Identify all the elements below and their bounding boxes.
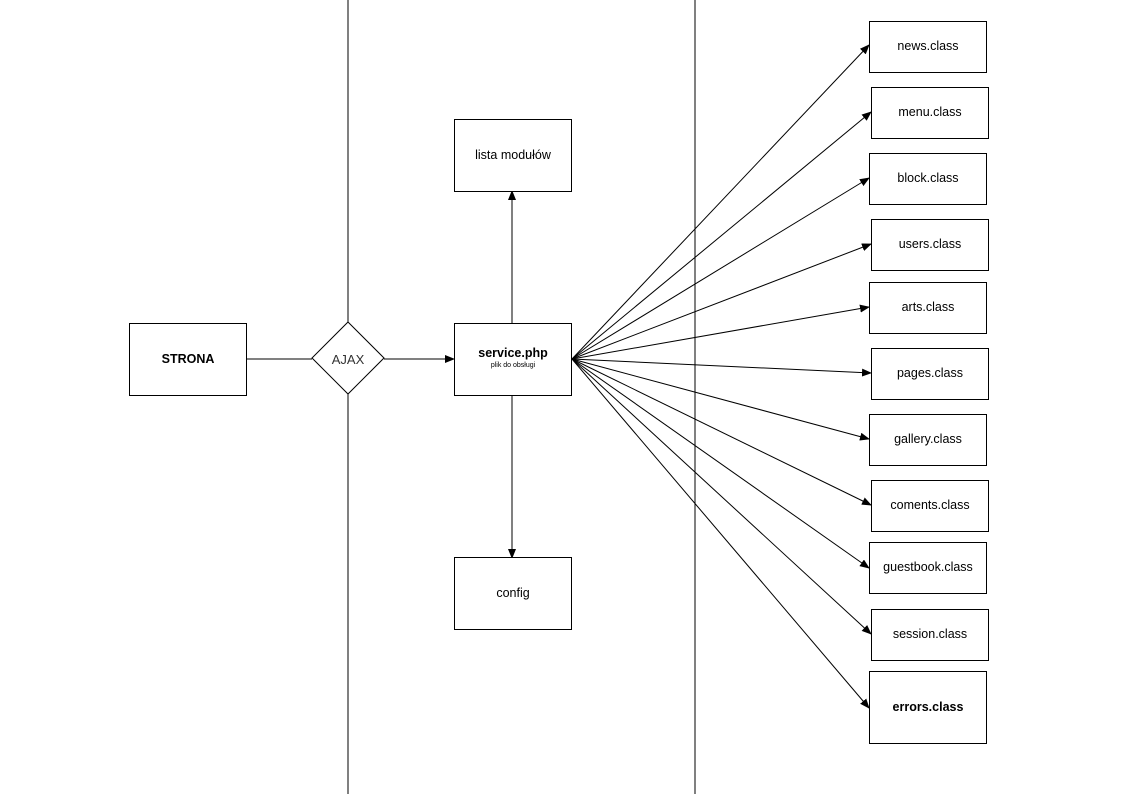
class-label-users: users.class <box>898 237 962 252</box>
class-label-guestbook: guestbook.class <box>883 560 973 575</box>
class-box-errors: errors.class <box>869 671 987 744</box>
class-label-pages: pages.class <box>896 366 963 381</box>
service-title: service.php <box>478 346 548 360</box>
class-box-block: block.class <box>869 153 987 205</box>
connector-service-news <box>571 44 870 360</box>
class-box-news: news.class <box>869 21 987 73</box>
class-label-session: session.class <box>892 627 968 642</box>
class-box-gallery: gallery.class <box>869 414 987 466</box>
class-box-arts: arts.class <box>869 282 987 334</box>
class-box-session: session.class <box>871 609 989 661</box>
connector-service-session <box>571 358 872 635</box>
class-label-menu: menu.class <box>898 105 962 120</box>
config-label: config <box>496 585 530 600</box>
lista-label: lista modułów <box>475 147 551 162</box>
connector-service-block <box>571 177 870 360</box>
connector-service-pages <box>571 358 872 377</box>
class-label-coments: coments.class <box>890 498 970 513</box>
connector-service-coments <box>571 358 872 506</box>
class-label-arts: arts.class <box>901 300 955 315</box>
class-box-menu: menu.class <box>871 87 989 139</box>
class-box-pages: pages.class <box>871 348 989 400</box>
class-label-news: news.class <box>897 39 959 54</box>
class-label-errors: errors.class <box>892 699 964 714</box>
connector-service-gallery <box>571 358 870 441</box>
ajax-label: AJAX <box>331 351 365 367</box>
service-box: service.php plik do obsługi <box>454 323 572 396</box>
class-box-guestbook: guestbook.class <box>869 542 987 594</box>
config-box: config <box>454 557 572 630</box>
lista-box: lista modułów <box>454 119 572 192</box>
class-box-coments: coments.class <box>871 480 989 532</box>
connector-service-errors <box>571 358 870 709</box>
strona-label: STRONA <box>161 351 215 366</box>
strona-box: STRONA <box>129 323 247 396</box>
connector-service-menu <box>571 111 872 360</box>
connector-service-arts <box>571 304 870 360</box>
connector-service-guestbook <box>571 358 870 569</box>
class-box-users: users.class <box>871 219 989 271</box>
service-subtitle: plik do obsługi <box>490 361 536 369</box>
class-label-block: block.class <box>897 171 959 186</box>
ajax-diamond <box>311 321 385 395</box>
connector-service-users <box>571 243 872 360</box>
class-label-gallery: gallery.class <box>894 432 962 447</box>
